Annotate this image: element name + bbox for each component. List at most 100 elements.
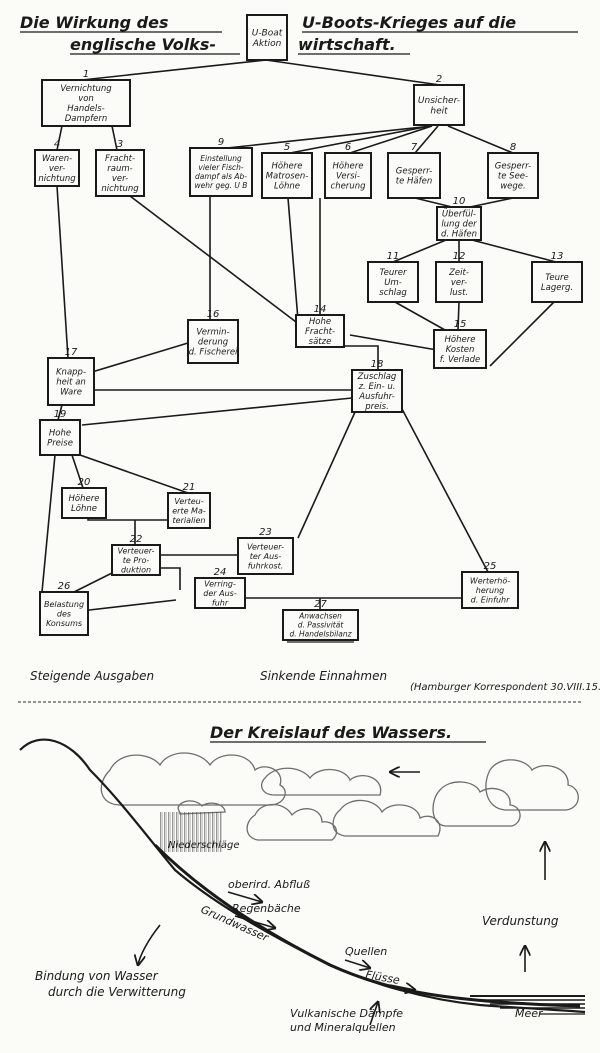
node-label: Verteu-	[174, 497, 203, 506]
node-label: sätze	[309, 337, 332, 347]
node-label: Lagerg.	[541, 283, 573, 293]
node-box	[433, 329, 487, 369]
node-label: d. Häfen	[441, 230, 477, 240]
node-label: derung	[198, 338, 229, 348]
node-label: Höhere	[445, 335, 476, 345]
node-number: 26	[58, 581, 71, 592]
node-label: lust.	[450, 288, 468, 298]
node-label: Verteuer-	[247, 542, 284, 551]
node-number: 17	[65, 347, 78, 358]
node-label: Preise	[47, 439, 73, 449]
node-number: 12	[453, 251, 466, 262]
label-vulkan-2: und Mineralquellen	[290, 1021, 396, 1034]
node-label: Anwachsen	[298, 612, 342, 621]
node-label: cherung	[331, 182, 367, 192]
node-box	[387, 152, 441, 199]
node-label: Ausfuhr-	[358, 392, 395, 402]
node-box	[531, 261, 583, 303]
label-quellen: Quellen	[345, 945, 387, 958]
node-number: 27	[314, 599, 327, 610]
node-label: Verteuer-	[117, 546, 154, 555]
node-label: Fracht-	[105, 154, 135, 164]
node-box	[246, 14, 288, 61]
node-label: Werterhö-	[470, 576, 510, 585]
node-number: 16	[207, 309, 220, 320]
node-number: 14	[314, 304, 327, 315]
node-box	[282, 609, 359, 641]
node-label: Höhere	[272, 162, 303, 172]
node-label: Zeit-	[448, 268, 469, 278]
node-label: der Aus-	[203, 589, 237, 598]
economy-diagram: Die Wirkung des englische Volks- U-Boots…	[18, 13, 600, 703]
node-number: 3	[117, 139, 123, 150]
node-label: ver-	[112, 174, 128, 184]
node-label: wege.	[500, 182, 526, 192]
node-number: 13	[551, 251, 564, 262]
node-label: Hohe	[49, 429, 71, 439]
node-label: Gesperr-	[396, 167, 432, 177]
node-box	[61, 487, 107, 519]
water-title: Der Kreislauf des Wassers.	[210, 723, 452, 742]
node-number: 1	[83, 69, 89, 80]
node-label: nichtung	[101, 184, 139, 194]
node-box	[295, 314, 345, 348]
title-left-2: englische Volks-	[70, 35, 216, 54]
node-box	[41, 79, 131, 127]
node-label: wehr geg. U B	[195, 181, 248, 190]
node-number: 24	[214, 567, 227, 578]
node-label: Unsicher-	[418, 96, 460, 106]
node-label: Aktion	[252, 39, 282, 49]
node-label: Teure	[545, 273, 568, 283]
node-label: Belastung	[44, 600, 84, 609]
rain-hatching	[160, 812, 222, 852]
node-number: 10	[453, 196, 466, 207]
node-number: 4	[54, 139, 60, 150]
node-label: f. Verlade	[440, 355, 480, 365]
label-meer: Meer	[515, 1007, 544, 1020]
node-label: Dampfern	[65, 114, 108, 124]
node-label: Matrosen-	[266, 172, 309, 182]
node-number: 25	[484, 561, 497, 572]
node-label: Fracht-	[305, 327, 335, 337]
node-box	[413, 84, 465, 126]
node-box	[324, 152, 372, 199]
node-label: Vermin-	[196, 328, 229, 338]
node-label: z. Ein- u.	[358, 382, 396, 392]
node-label: vieler Fisch-	[198, 163, 243, 172]
source-note: (Hamburger Korrespondent 30.VIII.15.	[410, 682, 600, 693]
node-label: d. Einfuhr	[471, 595, 510, 604]
node-box	[367, 261, 419, 303]
node-label: Gesperr-	[495, 162, 531, 172]
node-label: te Häfen	[396, 177, 432, 187]
node-label: fuhrkost.	[248, 561, 284, 570]
node-label: te See-	[498, 172, 528, 182]
node-box	[237, 537, 294, 575]
node-number: 20	[78, 477, 91, 488]
node-label: Konsums	[46, 619, 82, 628]
node-box	[261, 152, 313, 199]
node-label: dampf als Ab-	[195, 172, 247, 181]
node-label: Handels-	[67, 104, 104, 114]
node-label: U-Boat	[252, 29, 283, 39]
node-label: Vernichtung	[60, 84, 112, 94]
node-box	[436, 206, 482, 241]
node-box	[34, 149, 80, 187]
node-box	[111, 544, 161, 576]
node-number: 7	[411, 142, 418, 153]
node-number: 6	[345, 142, 351, 153]
water-cycle-diagram: Der Kreislauf des Wassers. Niederschläge	[19, 723, 586, 1034]
node-label: Kosten	[446, 345, 475, 355]
